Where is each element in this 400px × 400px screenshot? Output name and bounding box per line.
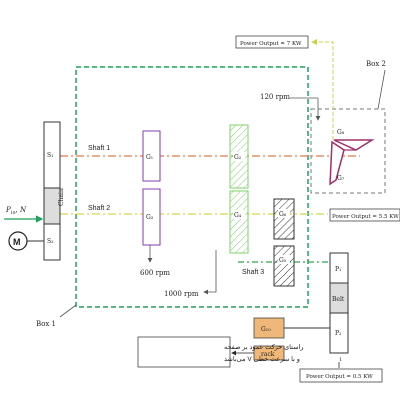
pulley-p2 <box>329 312 349 354</box>
box1-label: Box 1 <box>36 320 56 328</box>
g4-label-bg <box>233 210 245 219</box>
g5-label-bg <box>278 255 290 264</box>
g1-label: G₁ <box>146 154 153 161</box>
g5-label: G₅ <box>279 257 287 264</box>
shaft1-label: Shaft 1 <box>88 145 110 152</box>
g2-label: G₂ <box>234 154 242 161</box>
note-line1: راستای حرکت عمود بر صفحه <box>224 343 304 351</box>
note-box <box>137 336 231 368</box>
p1-label: P₁ <box>335 266 341 273</box>
power-top-arrow <box>311 39 334 140</box>
gear-g4 <box>229 190 249 254</box>
g8-label: G₈ <box>337 129 345 136</box>
p2-label: P₂ <box>335 330 342 337</box>
power-mid-box <box>329 208 400 222</box>
power-top-label: Power Output = 7 KW <box>240 41 302 47</box>
box2-leader <box>377 69 386 110</box>
g7-label: G₇ <box>337 175 345 182</box>
sprocket-s2 <box>43 223 61 261</box>
bevel-gear-g8 <box>333 139 375 151</box>
power-bottom-label: Power Output = 0.5 KW <box>306 374 373 380</box>
rpm1000-label: 1000 rpm <box>164 290 199 298</box>
rack-label: rack <box>261 351 275 358</box>
g3-label: G₃ <box>146 214 154 221</box>
g6-label: G₆ <box>279 211 287 218</box>
rpm600-label: 600 rpm <box>140 269 170 277</box>
gear-g6 <box>273 198 295 240</box>
p-in-label: Pin, N <box>5 206 27 216</box>
chain-label: Chain <box>58 188 65 206</box>
g6-label-bg <box>278 209 290 218</box>
power-top-box <box>235 35 309 49</box>
g4-label: G₄ <box>234 212 242 219</box>
rpm1000-leader <box>203 250 217 295</box>
power-bottom-box <box>299 368 383 383</box>
gear-g3 <box>142 188 161 246</box>
box1-leader <box>59 304 77 318</box>
rpm120-label: 120 rpm <box>260 93 290 101</box>
box2-label: Box 2 <box>366 60 386 68</box>
s2-label: S₂ <box>47 238 54 245</box>
shaft2-label: Shaft 2 <box>88 205 110 212</box>
box2-frame <box>310 108 386 194</box>
s1-label: S₁ <box>47 152 54 159</box>
bevel-gear-g7 <box>329 140 345 186</box>
note-line2: و با سرعت خطی V می‌باشد <box>224 355 300 363</box>
v-mark: 1 <box>339 357 342 363</box>
shaft3-label: Shaft 3 <box>242 269 264 276</box>
g2-label-bg <box>233 152 245 161</box>
belt-label: Belt <box>332 296 345 303</box>
gear-g1 <box>142 130 161 182</box>
box1-frame <box>75 66 309 308</box>
gear-g5 <box>273 245 295 287</box>
power-mid-label: Power Output = 5.5 KW <box>332 214 399 220</box>
motor-label: M <box>13 237 21 247</box>
g10-label: G₁₀ <box>261 326 271 333</box>
